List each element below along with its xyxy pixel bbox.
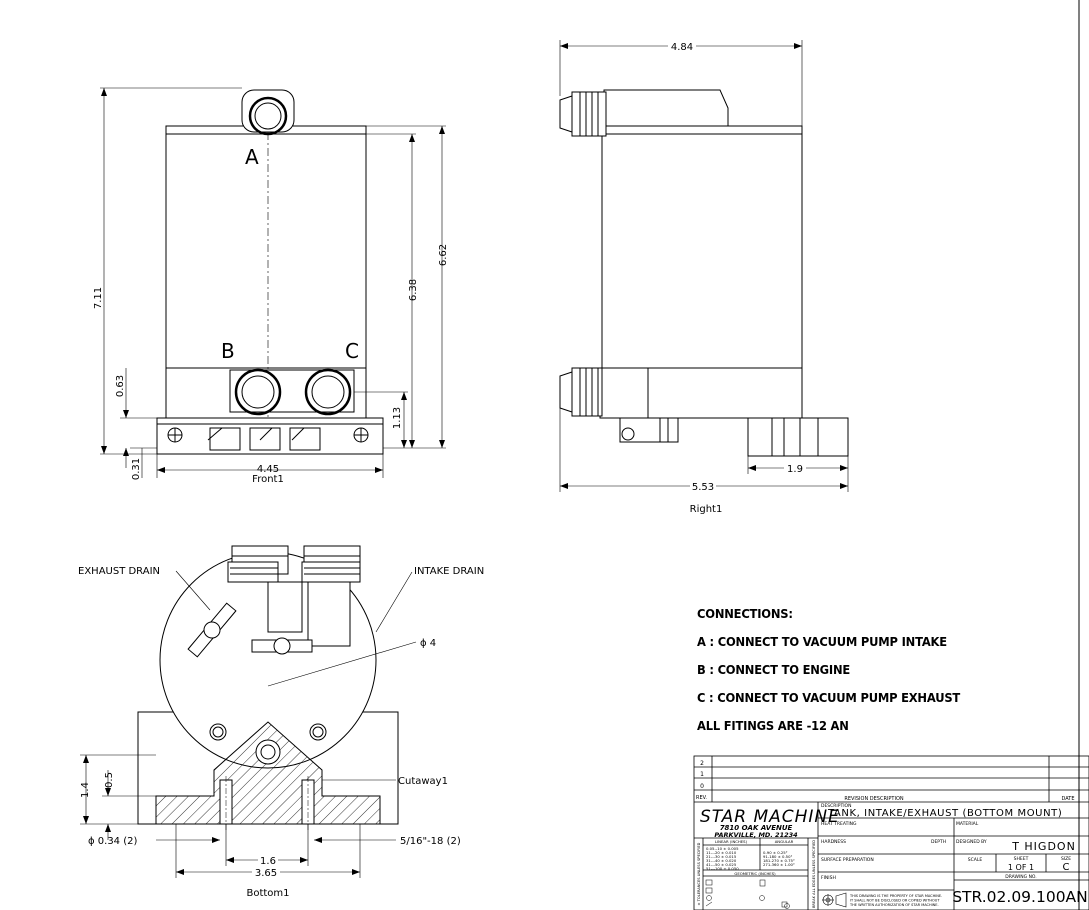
title-block-texts: 2 1 0 REV. REVISION DESCRIPTION DATE STA…: [696, 760, 1088, 909]
rev-row-0: 0: [700, 783, 704, 790]
linear-row-5: 51---100 ± 0.050: [706, 866, 739, 871]
dim-bottom-length: 5.53: [692, 482, 714, 493]
sheet-value: 1 OF 1: [1008, 863, 1034, 872]
geometric-header: GEOMETRIC (INCHES): [734, 871, 776, 876]
tolerance-side-label: ± TOLERANCES UNLESS SPECIFIED: [697, 842, 701, 905]
dim-base-thickness: 0.31: [131, 458, 142, 480]
break-edges-side-label: BREAK ALL EDGES UNLESS SPECIFIED: [812, 840, 816, 908]
dim-hole-spacing: 1.6: [260, 856, 276, 867]
connection-b: B : CONNECT TO ENGINE: [697, 662, 851, 678]
dim-foot-length: 1.9: [787, 464, 803, 475]
geometric-symbols: [705, 879, 790, 909]
angular-row-1: 91-180 ± 0.50°: [763, 854, 792, 859]
hardness-label: HARDNESS: [821, 839, 846, 845]
port-b-label: B: [221, 339, 235, 363]
port-c-circle: [304, 368, 352, 416]
drawing-number: STR.02.09.100AN: [952, 888, 1088, 906]
size-label: SIZE: [1061, 856, 1071, 862]
right-dim-texts: 4.84 5.53 1.9 Right1: [668, 40, 806, 515]
company-address-2: PARKVILLE, MD. 21234: [714, 831, 798, 839]
connections-heading: CONNECTIONS:: [697, 606, 793, 622]
dim-overall-width: 3.65: [255, 868, 277, 879]
dim-plate: 0.5: [104, 772, 115, 788]
dim-width: 4.45: [257, 464, 279, 475]
size-value: C: [1063, 862, 1070, 873]
linear-row-2: 21---30 ± 0.015: [706, 854, 737, 859]
designed-by-label: DESIGNED BY: [956, 839, 987, 845]
material-label: MATERIAL: [956, 821, 979, 827]
rev-header: REV.: [696, 795, 707, 801]
cutaway-texts: EXHAUST DRAIN INTAKE DRAIN ϕ 4 Cutaway1 …: [78, 566, 484, 899]
dim-hole-dia: ϕ 0.34 (2): [88, 836, 137, 847]
angular-row-2: 181-270 ± 0.75°: [763, 858, 795, 863]
cutaway-view: [80, 545, 417, 878]
front-view-label: Front1: [252, 474, 284, 485]
angular-row-3: 271-360 ± 1.00°: [763, 862, 795, 867]
connections-notes: CONNECTIONS: A : CONNECT TO VACUUM PUMP …: [697, 606, 1057, 746]
diameter-callout: ϕ 4: [420, 638, 436, 649]
intake-drain-callout: INTAKE DRAIN: [414, 566, 484, 577]
title-block-frame: [693, 755, 1089, 910]
linear-row-1: 11---20 ± 0.010: [706, 850, 737, 855]
dim-base-offset: 0.63: [115, 375, 126, 397]
designed-by-value: T HIGDON: [1011, 840, 1076, 853]
date-header: DATE: [1061, 796, 1074, 802]
rev-row-1: 1: [700, 771, 704, 778]
depth-label: DEPTH: [931, 839, 946, 845]
exhaust-drain-callout: EXHAUST DRAIN: [78, 566, 160, 577]
rev-row-2: 2: [700, 760, 704, 767]
title-block: [693, 755, 1089, 910]
connection-a: A : CONNECT TO VACUUM PUMP INTAKE: [697, 634, 947, 650]
sheet-label: SHEET: [1014, 856, 1029, 862]
dim-overall-height: 7.11: [93, 287, 104, 309]
linear-row-4: 41---50 ± 0.025: [706, 862, 737, 867]
property-note: THIS DRAWING IS THE PROPERTY OF STAR MAC…: [849, 894, 942, 907]
connection-c: C : CONNECT TO VACUUM PUMP EXHAUST: [697, 690, 961, 706]
dim-thread: 5/16"-18 (2): [400, 836, 461, 847]
dim-inner-height: 6.38: [408, 279, 419, 301]
right-view: [559, 40, 849, 492]
projection-symbol: [822, 892, 847, 908]
hatched-section: [155, 721, 381, 825]
dim-port-height: 1.13: [392, 407, 403, 429]
front-dim-texts: A B C 7.11 6.62 6.38 0.63 0.31 1.13 4.45…: [93, 145, 449, 485]
fittings-note: ALL FITINGS ARE -12 AN: [697, 718, 849, 734]
drawing-no-label: DRAWING NO.: [1005, 874, 1036, 880]
company-name: STAR MACHINE: [700, 807, 840, 827]
port-b-circle: [234, 368, 282, 416]
revision-description-header: REVISION DESCRIPTION: [844, 796, 904, 802]
port-a-label: A: [245, 145, 259, 169]
linear-header: LINEAR (INCHES): [715, 839, 748, 844]
dim-top-length: 4.84: [671, 42, 693, 53]
scale-label: SCALE: [968, 857, 983, 863]
linear-row-0: 0.05--10 ± 0.005: [706, 846, 739, 851]
front-base: [156, 417, 384, 455]
port-a-fitting: [241, 89, 295, 133]
right-view-label: Right1: [690, 504, 723, 515]
dim-body-height: 6.62: [438, 244, 449, 266]
description-value: TANK, INTAKE/EXHAUST (BOTTOM MOUNT): [827, 808, 1062, 819]
heat-treating-label: HEAT TREATING: [821, 821, 857, 827]
linear-row-3: 31---40 ± 0.020: [706, 858, 737, 863]
cutaway-view-label: Cutaway1: [398, 776, 448, 787]
description-label: DESCRIPTION: [821, 803, 851, 809]
bottom-view-label: Bottom1: [246, 888, 289, 899]
company-address-1: 7810 OAK AVENUE: [720, 824, 793, 832]
port-c-label: C: [345, 339, 359, 363]
dim-cutaway-height: 1.4: [80, 782, 91, 798]
front-view: [100, 87, 446, 478]
finish-label: FINISH: [821, 875, 836, 881]
angular-row-0: 0-90 ± 0.25°: [763, 850, 788, 855]
surface-preparation-label: SURFACE PREPARATION: [821, 857, 874, 863]
port-a-circle: [248, 96, 288, 136]
angular-header: ANGULAR: [775, 839, 794, 844]
